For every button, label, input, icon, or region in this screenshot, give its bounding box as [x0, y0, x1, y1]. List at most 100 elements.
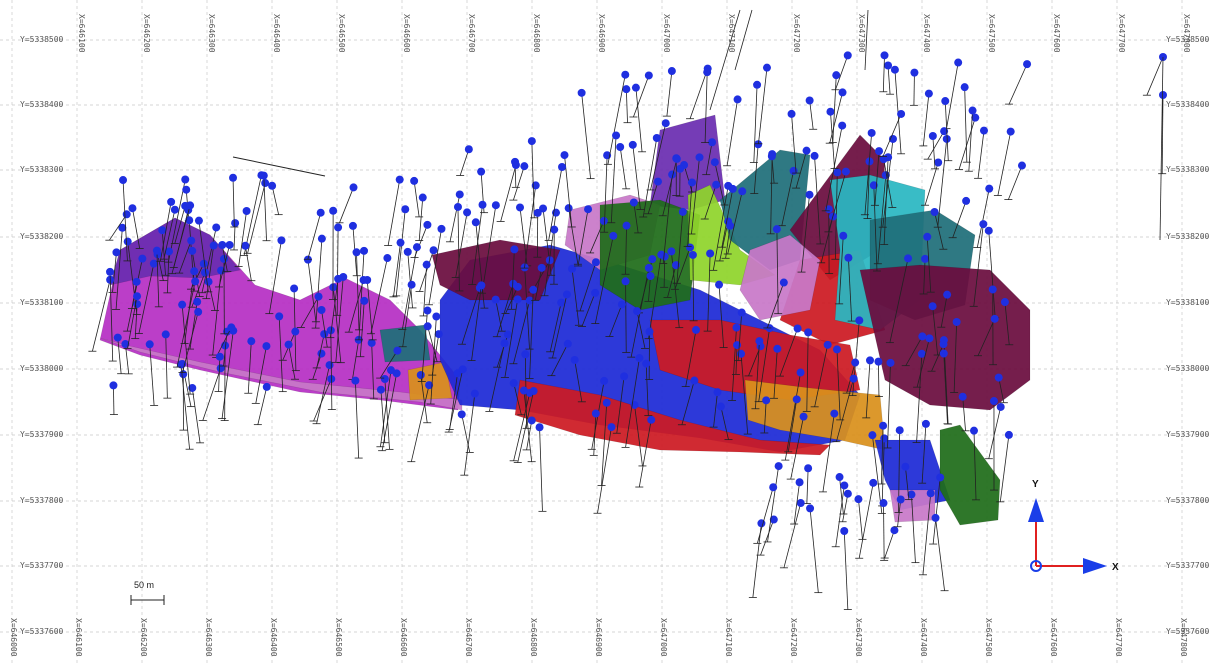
drill-hole-collar: [560, 151, 569, 160]
drill-hole-trace: [692, 254, 695, 321]
drill-hole-trace: [571, 268, 580, 326]
drill-hole-collar: [418, 193, 427, 202]
drill-hole-collar: [423, 306, 432, 315]
drill-hole-collar: [910, 68, 919, 77]
drill-hole-trace: [307, 212, 322, 260]
drill-hole-trace: [867, 161, 870, 219]
drill-hole-trace: [923, 258, 926, 294]
solid-orange: [744, 379, 886, 451]
drill-hole-trace: [358, 250, 365, 340]
drill-hole-collar: [843, 489, 852, 498]
drill-hole-trace: [793, 482, 800, 525]
drill-hole-collar: [962, 196, 971, 205]
drill-hole-collar: [617, 300, 626, 309]
drill-hole-trace: [496, 283, 514, 337]
drill-hole-collar: [591, 258, 600, 267]
drill-hole-collar: [710, 158, 719, 167]
drill-hole-collar: [897, 109, 906, 118]
drill-hole-collar: [429, 246, 438, 255]
drill-hole-trace: [221, 244, 228, 272]
drill-hole-trace: [531, 141, 535, 218]
drill-hole-collar: [688, 250, 697, 259]
drill-hole-trace: [633, 202, 639, 233]
drill-hole-collar: [194, 307, 203, 316]
drill-hole-collar: [695, 153, 704, 162]
drill-hole-collar: [503, 330, 512, 339]
drill-hole-trace: [176, 281, 196, 368]
drill-hole-trace: [356, 252, 360, 330]
drill-hole-trace: [348, 279, 364, 333]
drill-hole-trace: [481, 205, 497, 294]
drill-hole-trace: [407, 251, 413, 308]
drill-hole-trace: [539, 427, 543, 512]
drill-hole-trace: [707, 253, 711, 332]
drill-hole-trace: [806, 332, 809, 412]
drill-hole-collar: [284, 340, 293, 349]
drill-hole-collar: [726, 221, 735, 230]
drill-hole-trace: [288, 344, 296, 380]
drill-hole-trace: [712, 185, 729, 271]
drill-hole-collar: [901, 462, 910, 471]
drill-hole-collar: [866, 356, 875, 365]
solid-green: [939, 424, 1001, 526]
drill-hole-trace: [932, 306, 939, 356]
drill-hole-trace: [976, 188, 990, 248]
drill-hole-collar: [1004, 430, 1013, 439]
drill-hole-collar: [923, 232, 932, 241]
drill-hole-trace: [581, 92, 591, 179]
x-grid-label-top: X=647100: [727, 14, 736, 53]
drill-hole-collar: [805, 96, 814, 105]
drill-hole-trace: [448, 369, 464, 433]
drill-hole-trace: [721, 188, 734, 248]
drill-hole-collar: [823, 340, 832, 349]
drill-hole-trace: [911, 494, 916, 563]
drill-hole-collar: [810, 151, 819, 160]
drill-hole-collar: [795, 478, 804, 487]
drill-hole-collar: [227, 323, 236, 332]
drill-hole-collar: [620, 372, 629, 381]
x-grid-label-top: X=646500: [337, 14, 346, 53]
drill-hole-trace: [371, 342, 375, 399]
drill-hole-trace: [625, 357, 640, 448]
drill-hole-collar: [359, 276, 368, 285]
drill-hole-collar: [568, 264, 577, 273]
drill-hole-trace: [883, 159, 893, 208]
drill-hole-trace: [149, 344, 155, 406]
drill-hole-trace: [589, 220, 605, 254]
drill-hole-trace: [500, 164, 517, 222]
drill-hole-collar: [191, 277, 200, 286]
drill-hole-trace: [913, 72, 915, 106]
drill-hole-collar: [277, 236, 286, 245]
drill-hole-collar: [527, 137, 536, 146]
x-grid-label-top: X=646200: [142, 14, 151, 53]
drill-hole-collar: [621, 70, 630, 79]
drill-hole-collar: [984, 226, 993, 235]
drill-hole-trace: [787, 399, 798, 452]
x-grid-label-top: X=646300: [207, 14, 216, 53]
drill-hole-trace: [822, 413, 835, 492]
x-grid-label-bottom: X=647600: [1049, 618, 1058, 657]
drill-hole-trace: [931, 344, 944, 372]
drill-hole-trace: [755, 341, 760, 409]
drill-hole-trace: [773, 348, 778, 399]
drill-hole-trace: [619, 146, 627, 189]
drill-hole-trace: [233, 223, 236, 250]
drill-hole-trace: [380, 370, 392, 447]
drill-hole-collar: [931, 513, 940, 522]
axis-x-arrowhead: [1083, 558, 1107, 574]
drill-hole-collar: [455, 190, 464, 199]
drill-hole-collar: [796, 499, 805, 508]
drill-hole-collar: [317, 306, 326, 315]
drill-hole-trace: [830, 111, 835, 169]
drill-hole-trace: [202, 368, 222, 421]
drill-hole-trace: [921, 423, 927, 484]
x-grid-label-bottom: X=647300: [854, 618, 863, 657]
drill-hole-collar: [416, 371, 425, 380]
drill-hole-collar: [334, 274, 343, 283]
drill-hole-trace: [384, 378, 390, 450]
drill-hole-trace: [607, 74, 626, 165]
drill-hole-collar: [832, 71, 841, 80]
drill-hole-collar: [713, 388, 722, 397]
